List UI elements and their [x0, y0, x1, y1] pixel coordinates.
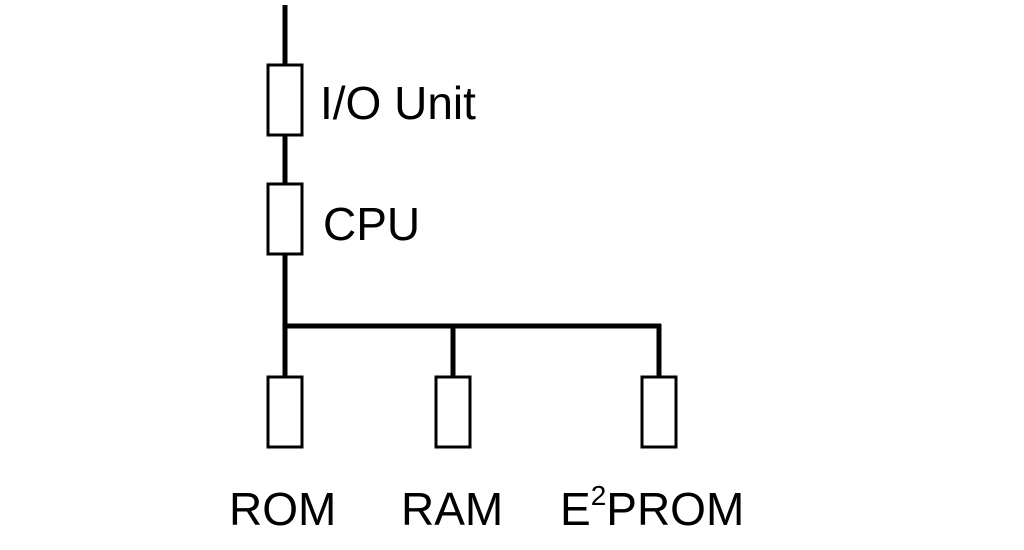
rom-block — [266, 375, 304, 449]
ram-block — [434, 375, 472, 449]
eeprom-label-suffix: PROM — [606, 483, 745, 535]
rom-label: ROM — [229, 483, 337, 535]
ram-label: RAM — [401, 483, 504, 535]
eeprom-block — [640, 375, 678, 449]
cpu-block — [266, 182, 304, 256]
eeprom-label-prefix: E — [560, 483, 591, 535]
cpu-label: CPU — [323, 198, 421, 250]
eeprom-label: E2PROM — [560, 482, 745, 535]
io-unit-block — [266, 63, 304, 137]
eeprom-label-superscript: 2 — [590, 480, 607, 511]
io-unit-label: I/O Unit — [320, 77, 476, 129]
